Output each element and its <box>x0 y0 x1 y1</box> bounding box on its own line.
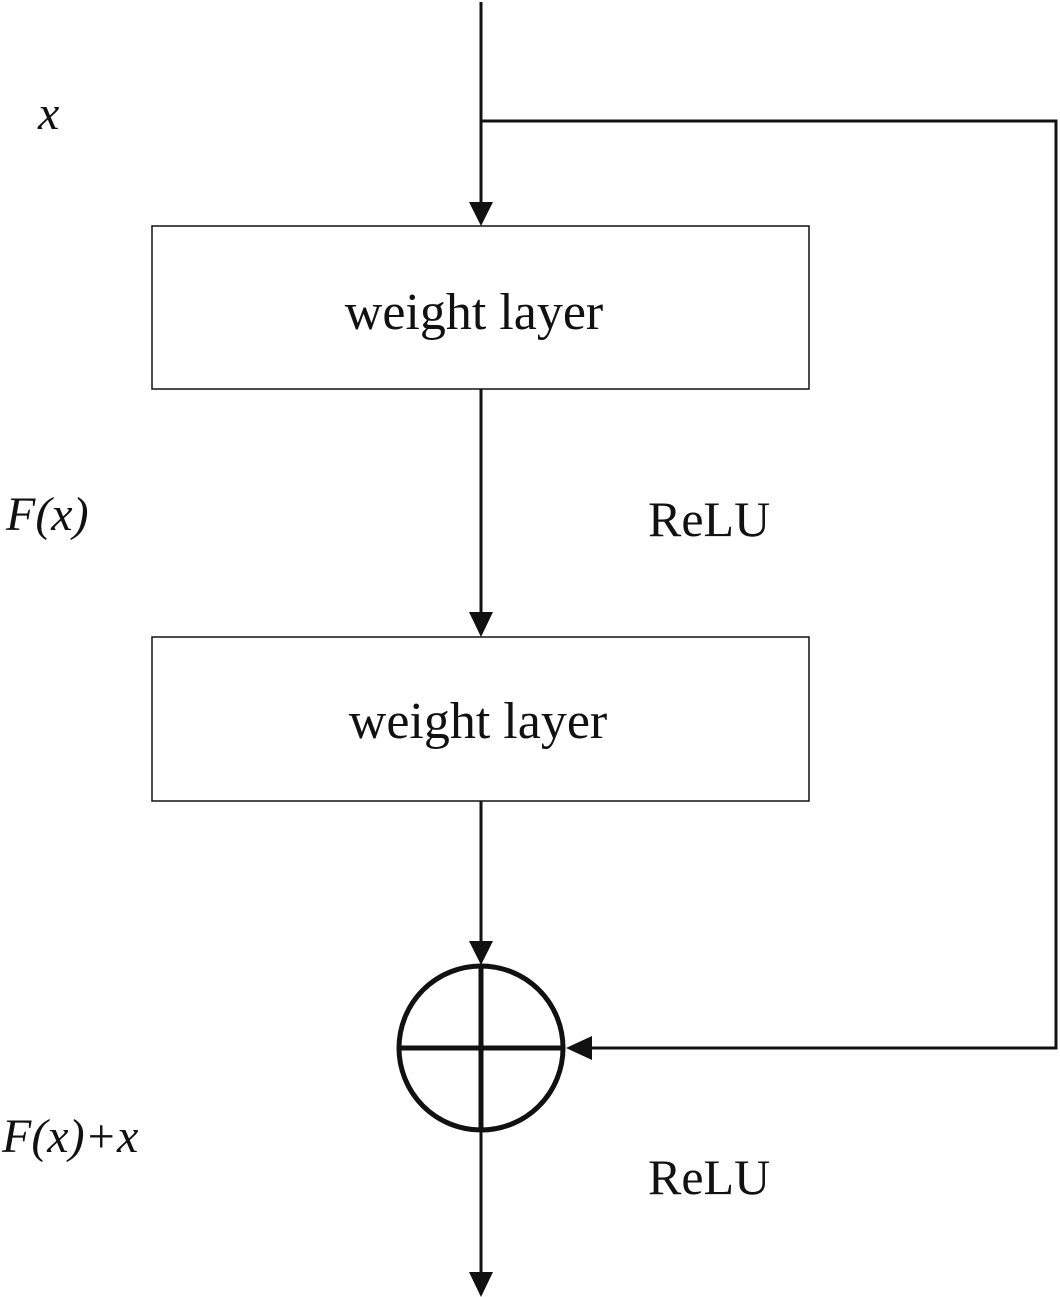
output-sum-label: F(x)+x <box>1 1110 138 1163</box>
weight-layer-2-box <box>151 636 810 802</box>
residual-function-label: F(x) <box>5 488 89 541</box>
weight-layer-2-label: weight layer <box>349 693 607 750</box>
arrow-shortcut-to-sum <box>566 1036 592 1060</box>
relu-label-1: ReLU <box>648 491 770 547</box>
arrow-to-layer2 <box>469 612 493 637</box>
arrow-to-layer1 <box>469 202 493 226</box>
weight-layer-1-box <box>151 225 810 390</box>
input-label: x <box>37 87 59 140</box>
arrow-to-sum <box>469 941 493 965</box>
weight-layer-1-label: weight layer <box>345 284 603 341</box>
relu-label-2: ReLU <box>648 1149 770 1205</box>
arrow-output <box>469 1272 493 1297</box>
shortcut-path <box>481 119 1058 1050</box>
